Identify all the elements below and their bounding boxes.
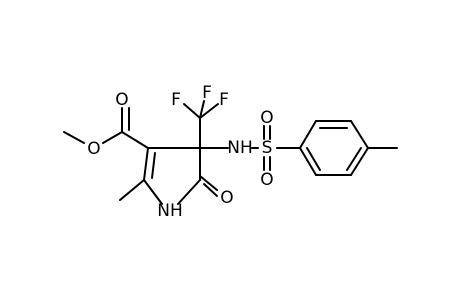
- bond-cf3-f3: [199, 103, 219, 119]
- bond-c2-c3: [143, 147, 149, 181]
- bond-ester-o-methyl: [63, 131, 85, 144]
- atom-nh-sulfonamide: NH: [227, 138, 253, 158]
- bond-cf3-f2: [199, 100, 205, 119]
- atom-o-ester-ether: O: [87, 139, 100, 159]
- atom-f1: F: [171, 90, 181, 110]
- bond-c2-c3-double: [151, 152, 156, 179]
- bond-c5-o: [199, 175, 218, 191]
- bond-cf3-f1: [183, 103, 201, 119]
- bond-ar4-ar5: [350, 147, 369, 176]
- bond-ar1-ar2: [299, 120, 317, 149]
- bond-n1-c2: [143, 179, 163, 205]
- bond-c3-carbonyl-c: [121, 131, 149, 149]
- bond-c2-methyl: [119, 179, 145, 201]
- atom-f3: F: [219, 90, 229, 110]
- bond-c5-n1: [177, 179, 201, 205]
- bond-ar3-ar4: [350, 120, 369, 149]
- bond-c5-o-double: [203, 183, 218, 197]
- atom-o-s-top: O: [260, 108, 273, 128]
- bond-ar-inner-2: [346, 147, 362, 171]
- atom-o-s-bottom: O: [260, 170, 273, 190]
- atom-o-lactam: O: [220, 188, 233, 208]
- atom-o-ester-carbonyl: O: [115, 90, 128, 110]
- bond-ar6-ar1: [299, 147, 317, 176]
- atom-f2: F: [202, 83, 212, 103]
- bond-ar-inner-3: [306, 147, 321, 171]
- bond-c-ester-o: [102, 131, 123, 144]
- atom-nh-ring: NH: [157, 201, 183, 221]
- atom-s: S: [262, 138, 273, 158]
